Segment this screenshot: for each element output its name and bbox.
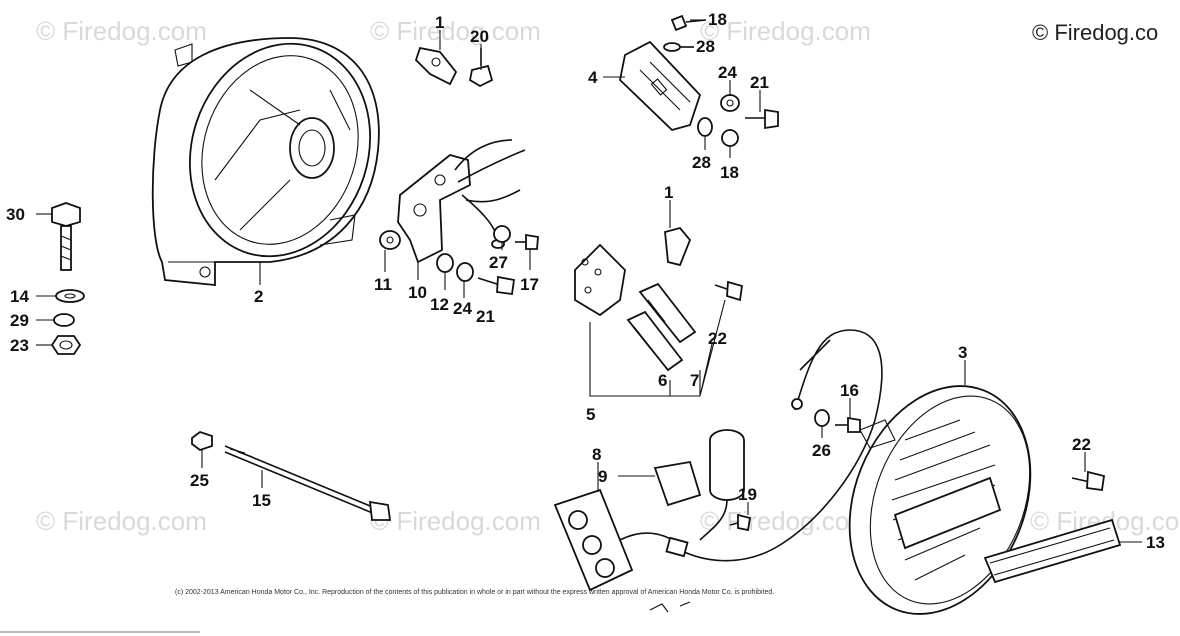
washer-part-25 bbox=[191, 430, 213, 452]
watermark-bottom-center: © Firedog.com bbox=[370, 506, 541, 536]
callout-29: 29 bbox=[10, 311, 29, 330]
callout-3: 3 bbox=[958, 343, 967, 362]
callout-28-top: 28 bbox=[696, 37, 715, 56]
callout-2: 2 bbox=[254, 287, 263, 306]
callout-5: 5 bbox=[586, 405, 595, 424]
callout-11: 11 bbox=[374, 275, 392, 294]
receptacle-panel-part-8 bbox=[553, 488, 689, 592]
copyright-notice: (c) 2002-2013 American Honda Motor Co., … bbox=[175, 589, 774, 596]
callout-21-mid: 21 bbox=[476, 307, 495, 326]
callout-18-top: 18 bbox=[708, 10, 727, 29]
callout-24-mid: 24 bbox=[453, 299, 472, 318]
callout-10: 10 bbox=[408, 283, 427, 302]
screw-part-16 bbox=[835, 416, 861, 433]
callout-24-top: 24 bbox=[718, 63, 737, 82]
screw-part-22-mid bbox=[714, 280, 744, 302]
watermark-top-left: © Firedog.com bbox=[36, 16, 207, 46]
callout-14: 14 bbox=[10, 287, 29, 306]
callout-6: 6 bbox=[658, 371, 667, 390]
watermark-top-center: © Firedog.com bbox=[370, 16, 541, 46]
callout-19: 19 bbox=[738, 485, 757, 504]
callout-15: 15 bbox=[252, 491, 271, 510]
screw-part-22-right bbox=[1071, 470, 1106, 492]
screw-part-18-top bbox=[670, 14, 707, 32]
bracket-part-10 bbox=[397, 139, 526, 264]
bracket-line-part-5 bbox=[589, 322, 701, 397]
screw-part-21-top bbox=[745, 108, 779, 130]
callout-23: 23 bbox=[10, 336, 29, 355]
screw-part-21-mid bbox=[477, 275, 516, 296]
end-cover-part-3 bbox=[848, 385, 1032, 615]
watermark-top-right: © Firedog.com bbox=[700, 16, 871, 46]
leader-lines bbox=[36, 19, 1142, 543]
washer-part-28-mid bbox=[697, 117, 713, 137]
callout-9: 9 bbox=[598, 467, 607, 486]
bolt-part-30 bbox=[51, 202, 81, 271]
washer-part-11 bbox=[379, 230, 401, 250]
switch-part-4 bbox=[619, 40, 702, 132]
callout-27: 27 bbox=[489, 253, 508, 272]
nut-part-26 bbox=[814, 409, 830, 427]
callout-4: 4 bbox=[588, 68, 598, 87]
callout-30: 30 bbox=[6, 205, 25, 224]
callout-28-mid: 28 bbox=[692, 153, 711, 172]
screw-part-17 bbox=[515, 233, 539, 250]
nut-part-27 bbox=[493, 225, 511, 243]
wire-harness bbox=[679, 329, 883, 562]
callout-18-mid: 18 bbox=[720, 163, 739, 182]
wire-terminal bbox=[791, 398, 803, 410]
capacitor-part-9 bbox=[653, 429, 745, 541]
washer-part-24-top bbox=[720, 94, 740, 112]
stud-bolt-part-15 bbox=[224, 445, 392, 521]
leader-part-22-mid bbox=[699, 299, 726, 397]
watermark-bottom-left: © Firedog.com bbox=[36, 506, 207, 536]
nameplate-part-13 bbox=[983, 518, 1122, 584]
washer-part-12 bbox=[436, 253, 454, 273]
callout-21-top: 21 bbox=[750, 73, 769, 92]
callout-13: 13 bbox=[1146, 533, 1165, 552]
brand-label: © Firedog.co bbox=[1032, 20, 1158, 45]
callout-12: 12 bbox=[430, 295, 449, 314]
clamp-part-1-mid bbox=[664, 226, 692, 267]
callout-26: 26 bbox=[812, 441, 831, 460]
callout-16: 16 bbox=[840, 381, 859, 400]
screw-part-19 bbox=[729, 513, 752, 532]
callout-1-mid: 1 bbox=[664, 183, 673, 202]
callout-8: 8 bbox=[592, 445, 601, 464]
callout-25: 25 bbox=[190, 471, 209, 490]
watermark-bottom-right: © Firedog.com bbox=[700, 506, 871, 536]
callout-1-top: 1 bbox=[435, 13, 444, 32]
brush-holder-part-5 bbox=[574, 243, 697, 372]
lock-washer-part-29 bbox=[53, 313, 75, 327]
nut-part-23 bbox=[50, 335, 82, 355]
wire-lead bbox=[799, 339, 831, 371]
washer-part-24-mid bbox=[456, 262, 474, 282]
washer-part-14 bbox=[55, 289, 85, 303]
bottom-fragment bbox=[649, 601, 691, 613]
callout-20: 20 bbox=[470, 27, 489, 46]
screw-part-18-mid bbox=[721, 129, 739, 147]
callout-22-mid: 22 bbox=[708, 329, 727, 348]
callout-22-right: 22 bbox=[1072, 435, 1091, 454]
housing-part-2 bbox=[151, 37, 380, 286]
clamp-part-1-top bbox=[414, 46, 458, 86]
callout-17: 17 bbox=[520, 275, 539, 294]
callout-7: 7 bbox=[690, 371, 699, 390]
